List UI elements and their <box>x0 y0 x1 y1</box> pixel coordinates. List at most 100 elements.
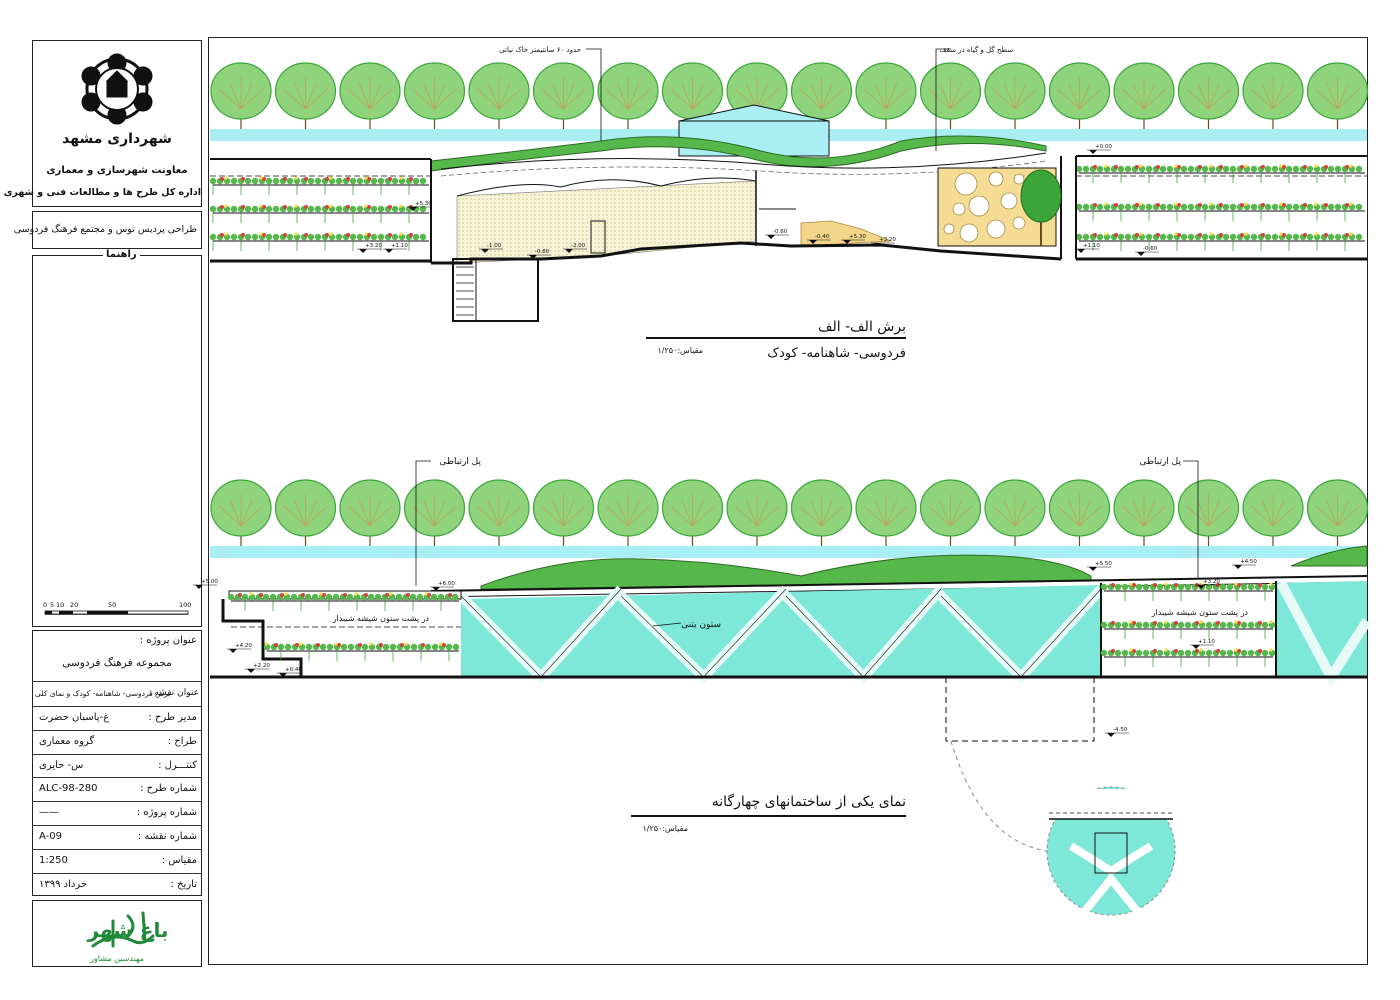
level-marker: +3.20 <box>357 243 382 253</box>
callout-soil-depth: حدود ۶۰ سانتیمتر خاک نباتی <box>499 46 581 54</box>
level-value: -0.60 <box>1143 246 1158 252</box>
info-row-label: شماره طرح : <box>140 783 197 795</box>
level-marker: +3.20 <box>1195 579 1220 589</box>
info-row-value: 1:250 <box>39 854 68 866</box>
dept-line1: معاونت شهرسازی و معماری <box>46 165 188 176</box>
level-value: +1.10 <box>1083 243 1100 249</box>
label-sloped-glass-left: در پشت ستون شیشه شیبدار <box>332 614 430 623</box>
planter-row <box>1075 232 1365 251</box>
org-name-text: شهرداری مشهد <box>62 131 172 147</box>
section-2-scale: مقیاس:۱/۲۵۰ <box>642 824 688 833</box>
label-sloped-glass-right: در پشت ستون شیشه شیبدار <box>1151 608 1249 617</box>
info-row-value: 280-ALC-98 <box>39 783 98 795</box>
level-marker: -0.40 <box>807 234 831 244</box>
tree <box>1242 62 1304 129</box>
info-row: شماره طرح : 280-ALC-98 <box>33 777 201 802</box>
callout-bridge-left: پل ارتباطی <box>439 457 481 467</box>
level-marker: +0.40 <box>277 667 302 677</box>
info-row-value: —— <box>39 807 59 819</box>
level-value: +5.30 <box>849 234 866 240</box>
level-marker: +1.10 <box>1075 243 1100 253</box>
scale-tick: 50 <box>108 601 116 609</box>
level-marker: +1.10 <box>383 243 408 253</box>
section-2-callouts <box>415 460 1199 627</box>
tree <box>1177 62 1240 129</box>
tree <box>790 62 853 129</box>
tree <box>1048 479 1111 546</box>
level-marker: +1.10 <box>1190 639 1215 649</box>
section-1-interior-tree <box>1020 169 1062 246</box>
tree <box>726 479 788 546</box>
panel-hole <box>943 223 955 235</box>
level-value: -0.40 <box>815 234 830 240</box>
info-row: مدیر طرح :غ-پاسبان حضرت <box>33 706 201 731</box>
scale-tick: 10 <box>56 601 64 609</box>
planter-row <box>1075 164 1365 183</box>
tree <box>597 62 659 129</box>
tree <box>532 479 595 546</box>
info-row: تاریخ : خرداد ۱۳۹۹ <box>33 872 201 898</box>
planter-row <box>1100 648 1276 667</box>
level-marker: -1.00 <box>479 243 503 253</box>
design-title-box: طراحی پردیس توس و مجتمع فرهنگ فردوسی <box>14 211 202 249</box>
info-row-label: شماره نقشه : <box>137 831 197 842</box>
project-title-label: عنوان پروژه : <box>139 635 197 646</box>
tree <box>1306 62 1369 129</box>
level-value: -0.60 <box>773 229 788 235</box>
tree <box>468 479 530 546</box>
tree <box>1048 62 1111 129</box>
panel-hole <box>968 195 990 217</box>
scale-tick: 20 <box>70 601 78 609</box>
section-2-underground-outline <box>945 677 1095 742</box>
section-2-level-markers: +5.00+6.00+4.20+2.20+0.40+5.50+4.50+3.20… <box>193 559 1257 737</box>
tree <box>1177 479 1240 546</box>
level-marker: +4.20 <box>227 643 252 653</box>
panel-hole <box>1013 173 1025 185</box>
info-row-label: تاریخ : <box>170 878 197 890</box>
section-1-title: برش الف- الف <box>818 319 906 335</box>
level-value: +1.10 <box>1198 639 1215 645</box>
tree <box>919 479 982 546</box>
level-marker: +6.00 <box>430 581 455 591</box>
tree <box>790 479 853 546</box>
tree <box>1113 62 1175 129</box>
level-marker: -4.50 <box>1105 727 1129 737</box>
info-row: شماره نقشه :A-09 <box>33 825 201 850</box>
guide-box: راهنما 0 5 10 20 50 100 <box>32 249 202 627</box>
info-row: مقیاس : 1:250 <box>33 848 201 874</box>
detail-bubble <box>950 740 1176 919</box>
section-2-sky <box>210 546 1367 558</box>
section-1-perforated-panel <box>943 171 1026 243</box>
level-value: -4.50 <box>1113 727 1128 733</box>
level-marker: -0.60 <box>765 229 789 239</box>
section-2-title: نمای یکی از ساختمانهای چهارگانه <box>712 793 906 810</box>
level-marker: -0.80 <box>527 249 551 259</box>
section-1-level-markers: +0.00+5.30+3.20+1.10-1.00-2.00-0.80-0.60… <box>357 144 1159 259</box>
scale-tick: 5 <box>50 601 54 609</box>
info-row-value: س- حایری <box>39 759 84 771</box>
guide-label: راهنما <box>103 249 140 260</box>
drawing-canvas: +0.00+5.30+3.20+1.10-1.00-2.00-0.80-0.60… <box>193 45 1372 919</box>
level-marker: +5.50 <box>1087 561 1112 571</box>
tree <box>403 62 466 129</box>
section-1-ground <box>210 155 1367 263</box>
section-1-scale: مقیاس:۱/۲۵۰ <box>657 346 703 355</box>
title-block-header: شهرداری مشهد معاونت شهرسازی و معماری ادا… <box>3 40 202 207</box>
section-1-building <box>430 156 1077 322</box>
section-1-planters <box>209 164 1365 251</box>
info-row: شماره پروژه :—— <box>33 801 201 826</box>
panel-hole <box>986 219 1006 239</box>
dept-line2: اداره کل طرح ها و مطالعات فنی و شهری <box>3 187 201 198</box>
design-title: طراحی پردیس توس و مجتمع فرهنگ فردوسی <box>13 224 197 235</box>
level-marker: +5.00 <box>193 579 218 589</box>
planter-row <box>209 232 429 251</box>
info-row-value: خرداد ۱۳۹۹ <box>39 878 88 890</box>
info-row-label: مقیاس : <box>161 854 197 866</box>
tree <box>1113 479 1175 546</box>
level-value: +6.00 <box>438 581 455 587</box>
level-marker: +4.50 <box>1232 559 1257 569</box>
level-value: +4.20 <box>235 643 252 649</box>
level-marker: +5.30 <box>841 234 866 244</box>
municipality-logo: شهرداری مشهد <box>62 53 172 147</box>
section-2-planters <box>227 582 1276 667</box>
